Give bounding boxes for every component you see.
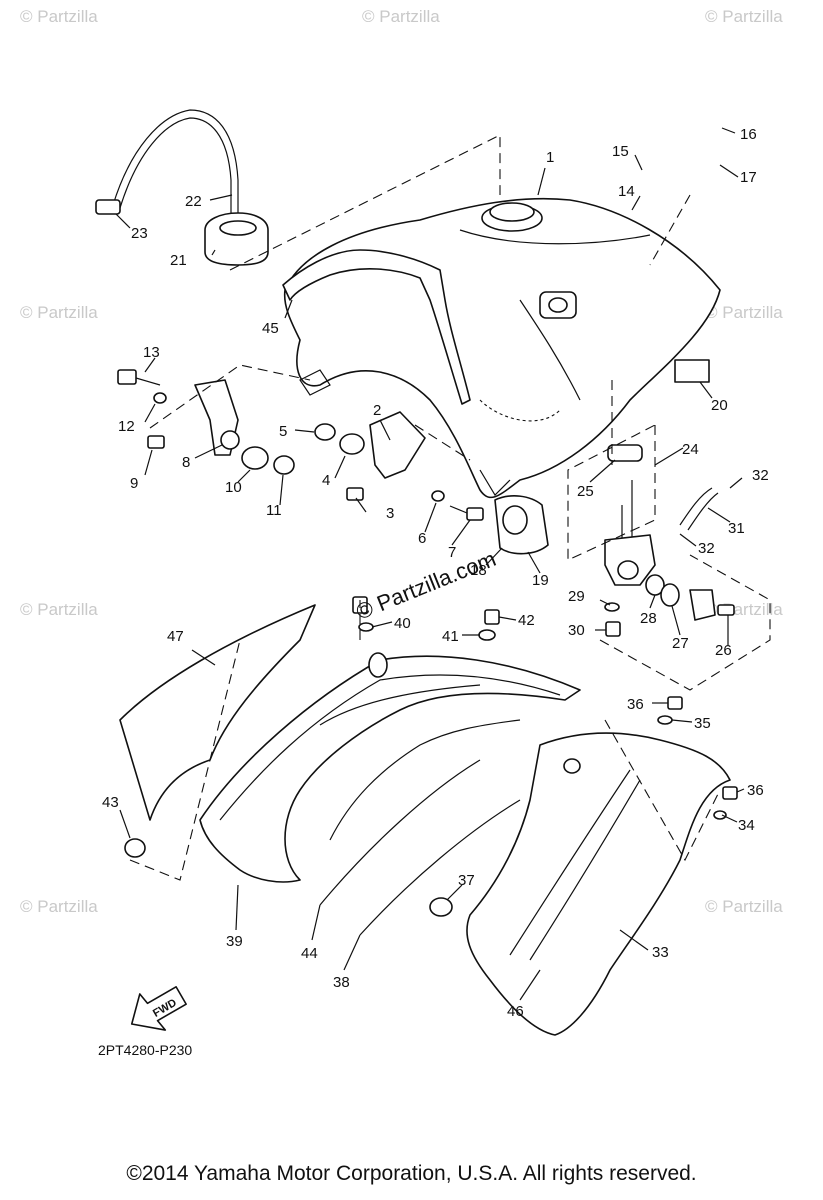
callout-22: 22 <box>185 193 202 210</box>
callout-19: 19 <box>532 572 549 589</box>
callout-26: 26 <box>715 642 732 659</box>
callout-29: 29 <box>568 588 585 605</box>
callout-42: 42 <box>518 612 535 629</box>
callout-46: 46 <box>507 1003 524 1020</box>
watermark: © Partzilla <box>705 7 783 26</box>
callout-20: 20 <box>711 397 728 414</box>
callout-15: 15 <box>612 143 629 160</box>
callout-2: 2 <box>373 402 381 419</box>
center-watermark: © Partzilla.com <box>353 546 500 625</box>
callout-31: 31 <box>728 520 745 537</box>
fwd-arrow-icon: FWD <box>130 986 187 1031</box>
callout-numbers: 1 2 3 4 5 6 7 8 9 10 11 12 13 14 15 16 1… <box>102 126 769 1020</box>
callout-14: 14 <box>618 183 635 200</box>
callout-24: 24 <box>682 441 699 458</box>
breather-hose <box>112 109 239 213</box>
watermark: © Partzilla <box>362 7 440 26</box>
callout-47: 47 <box>167 628 184 645</box>
callout-13: 13 <box>143 344 160 361</box>
diagram-code: 2PT4280-P230 <box>98 1042 193 1058</box>
callout-5: 5 <box>279 423 287 440</box>
callout-12: 12 <box>118 418 135 435</box>
callout-7: 7 <box>448 544 456 561</box>
callout-33: 33 <box>652 944 669 961</box>
callout-4: 4 <box>322 472 330 489</box>
leader-lines <box>115 127 745 1001</box>
callout-39: 39 <box>226 933 243 950</box>
callout-34: 34 <box>738 817 755 834</box>
callout-3: 3 <box>386 505 394 522</box>
watermark: © Partzilla <box>20 897 98 916</box>
callout-44: 44 <box>301 945 318 962</box>
callout-38: 38 <box>333 974 350 991</box>
callout-32: 32 <box>752 467 769 484</box>
callout-36: 36 <box>627 696 644 713</box>
callout-40: 40 <box>394 615 411 632</box>
watermark: © Partzilla <box>20 600 98 619</box>
watermark: © Partzilla <box>705 600 783 619</box>
callout-17: 17 <box>740 169 757 186</box>
callout-43: 43 <box>102 794 119 811</box>
watermark: © Partzilla <box>20 303 98 322</box>
callout-36b: 36 <box>747 782 764 799</box>
callout-45: 45 <box>262 320 279 337</box>
side-covers <box>119 596 738 1036</box>
watermark: © Partzilla <box>705 897 783 916</box>
callout-11: 11 <box>266 502 282 519</box>
callout-41: 41 <box>442 628 459 645</box>
callout-16: 16 <box>740 126 757 143</box>
callout-6: 6 <box>418 530 426 547</box>
callout-28: 28 <box>640 610 657 627</box>
fuel-tank <box>283 197 721 499</box>
callout-35: 35 <box>694 715 711 732</box>
fuel-cock <box>494 359 735 637</box>
callout-32b: 32 <box>698 540 715 557</box>
callout-10: 10 <box>225 479 242 496</box>
callout-21: 21 <box>170 252 187 269</box>
callout-37: 37 <box>458 872 475 889</box>
hose-clip <box>95 199 121 215</box>
callout-18: 18 <box>470 562 487 579</box>
callout-27: 27 <box>672 635 689 652</box>
copyright-notice: ©2014 Yamaha Motor Corporation, U.S.A. A… <box>126 1162 697 1185</box>
callout-23: 23 <box>131 225 148 242</box>
callout-30: 30 <box>568 622 585 639</box>
tank-guard <box>282 249 471 405</box>
callout-9: 9 <box>130 475 138 492</box>
watermark: © Partzilla <box>20 7 98 26</box>
callout-1: 1 <box>546 149 554 166</box>
callout-8: 8 <box>182 454 190 471</box>
watermark: © Partzilla <box>705 303 783 322</box>
callout-25: 25 <box>577 483 594 500</box>
